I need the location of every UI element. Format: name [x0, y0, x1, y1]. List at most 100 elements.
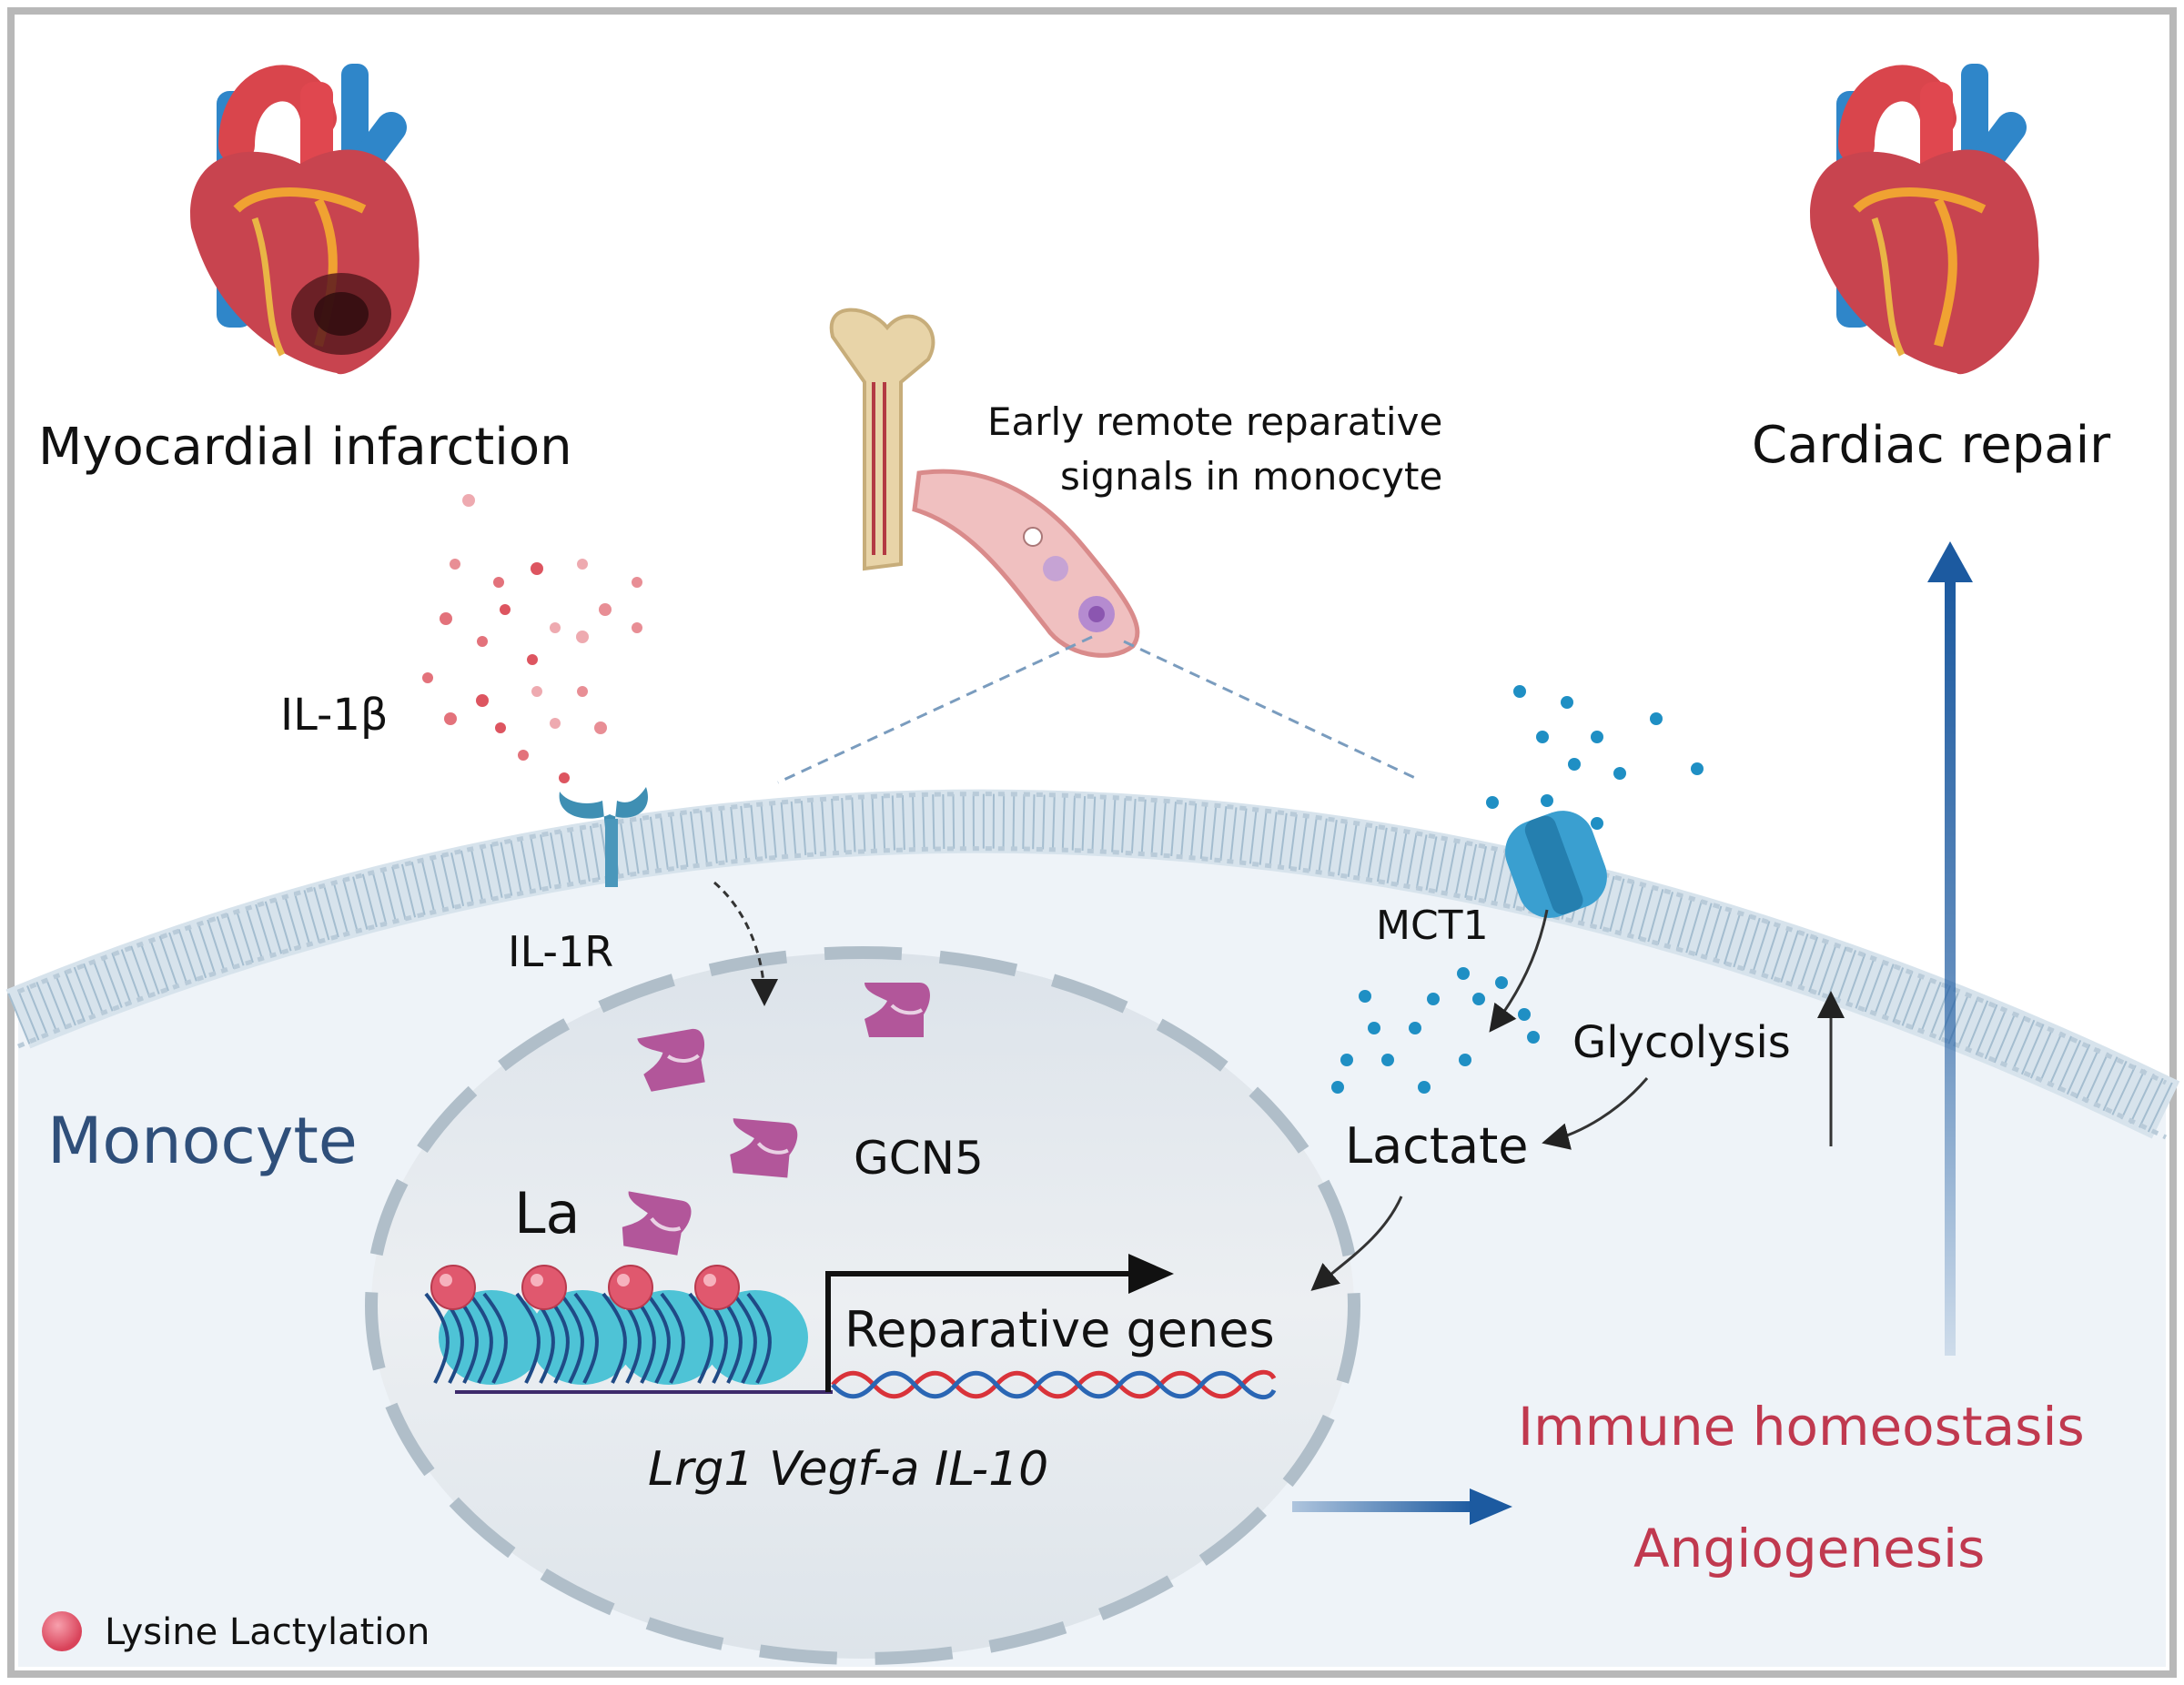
gcn5-enzyme-icon	[730, 1118, 798, 1178]
lactate-dot	[1536, 731, 1549, 743]
il1b-dot	[518, 750, 529, 761]
il1b-dot	[531, 686, 542, 697]
il1b-dot	[577, 686, 588, 697]
lactate-dot	[1591, 817, 1603, 830]
il1b-dot	[599, 603, 612, 616]
il1b-dot	[444, 712, 457, 725]
lactate-dot	[1457, 967, 1470, 980]
lactate-dot	[1486, 796, 1499, 809]
lactate-dot	[1459, 1054, 1471, 1066]
early-remote-label-line1: Early remote reparative	[987, 399, 1442, 444]
lactate-label: Lactate	[1345, 1117, 1529, 1175]
reparative-genes-label: Reparative genes	[844, 1301, 1275, 1358]
outcome-arrow	[1292, 1488, 1512, 1525]
lactate-dot	[1541, 794, 1553, 807]
lysine-lactylation-mark	[608, 1265, 653, 1310]
lysine-lactylation-mark	[430, 1265, 476, 1310]
il1b-dot	[527, 654, 538, 665]
il1b-dot	[632, 622, 642, 633]
lactate-to-nucleus-arrow	[1310, 1196, 1403, 1291]
gcn5-enzyme-icon	[864, 983, 930, 1037]
bone-icon	[829, 308, 935, 571]
transcription-arrow	[825, 1254, 1174, 1392]
glycolysis-label: Glycolysis	[1572, 1017, 1791, 1068]
lysine-lactylation-mark	[694, 1265, 740, 1310]
lactate-dot	[1340, 1054, 1353, 1066]
il1b-dot	[500, 604, 511, 615]
il1b-dot	[450, 559, 460, 570]
lactate-dot	[1409, 1022, 1421, 1034]
angiogenesis-label: Angiogenesis	[1633, 1518, 1985, 1579]
lactate-dot	[1418, 1081, 1431, 1094]
il1b-dot	[632, 577, 642, 588]
legend-lysine-lactylation-label: Lysine Lactylation	[105, 1611, 430, 1653]
il1b-dot	[550, 622, 561, 633]
lactate-dot	[1359, 990, 1371, 1003]
early-remote-label-line2: signals in monocyte	[1060, 454, 1442, 499]
mct1-label: MCT1	[1376, 903, 1489, 949]
myocardial-infarction-label: Myocardial infarction	[38, 418, 572, 477]
zoom-line-left	[777, 635, 1093, 784]
nucleus	[365, 946, 1360, 1665]
il1b-dot	[476, 694, 489, 707]
dna-helix-icon	[455, 1369, 1277, 1399]
il1r-signal-arrow	[713, 881, 778, 1006]
lactate-particles	[1331, 685, 1704, 1094]
il1b-dot	[495, 722, 506, 733]
il1b-particles	[422, 494, 642, 783]
il1b-dot	[531, 562, 543, 575]
lactate-dot	[1691, 762, 1704, 775]
mct1-to-lactate-arrow	[1489, 909, 1549, 1033]
legend-lactylation-dot	[42, 1611, 82, 1651]
lactate-dot	[1368, 1022, 1380, 1034]
gene-names-label: Lrg1 Vegf-a IL-10	[648, 1442, 1048, 1497]
il1b-dot	[577, 559, 588, 570]
gcn5-enzymes	[622, 983, 930, 1256]
il1b-dot	[477, 636, 488, 647]
lactate-dot	[1591, 731, 1603, 743]
cell-membrane	[5, 789, 2180, 1140]
il1b-label: IL-1β	[280, 690, 389, 741]
lactate-dot	[1472, 993, 1485, 1005]
nucleosome-icon	[424, 1265, 808, 1385]
lactate-dot	[1518, 1008, 1531, 1021]
glycolysis-to-lactate-arrow	[1542, 1077, 1649, 1150]
immune-homeostasis-label: Immune homeostasis	[1518, 1396, 2085, 1458]
lactate-dot	[1613, 767, 1626, 780]
lactate-dot	[1513, 685, 1526, 698]
blood-vessel-icon	[912, 469, 1140, 658]
lactate-dot	[1427, 993, 1440, 1005]
lactate-dot	[1527, 1031, 1540, 1044]
mct1-transporter-icon	[1505, 811, 1607, 918]
il1r-receptor-icon	[559, 787, 648, 887]
monocyte-label: Monocyte	[47, 1104, 358, 1178]
cardiac-repair-label: Cardiac repair	[1752, 416, 2111, 475]
gcn5-label: GCN5	[854, 1132, 984, 1185]
il1b-dot	[440, 612, 452, 625]
lactate-dot	[1561, 696, 1573, 709]
il1b-dot	[550, 718, 561, 729]
heart-infarcted-icon	[190, 64, 420, 375]
il1b-dot	[462, 494, 475, 507]
lactate-dot	[1331, 1081, 1344, 1094]
lactate-dot	[1381, 1054, 1394, 1066]
il1r-label: IL-1R	[508, 927, 613, 976]
il1b-dot	[559, 772, 570, 783]
nucleosome	[602, 1290, 722, 1385]
il1b-dot	[594, 721, 607, 734]
heart-repaired-icon	[1810, 64, 2039, 375]
gcn5-enzyme-icon	[622, 1191, 692, 1256]
lactate-dot	[1568, 758, 1581, 771]
gcn5-enzyme-icon	[637, 1029, 705, 1092]
nucleosome	[424, 1290, 544, 1385]
il1b-dot	[422, 672, 433, 683]
lactate-dot	[1495, 976, 1508, 989]
il1b-dot	[576, 631, 589, 643]
cardiac-repair-arrow	[1927, 541, 1973, 1356]
lysine-lactylation-mark	[521, 1265, 567, 1310]
il1b-dot	[493, 577, 504, 588]
lactate-dot	[1650, 712, 1663, 725]
la-label: La	[514, 1180, 581, 1246]
